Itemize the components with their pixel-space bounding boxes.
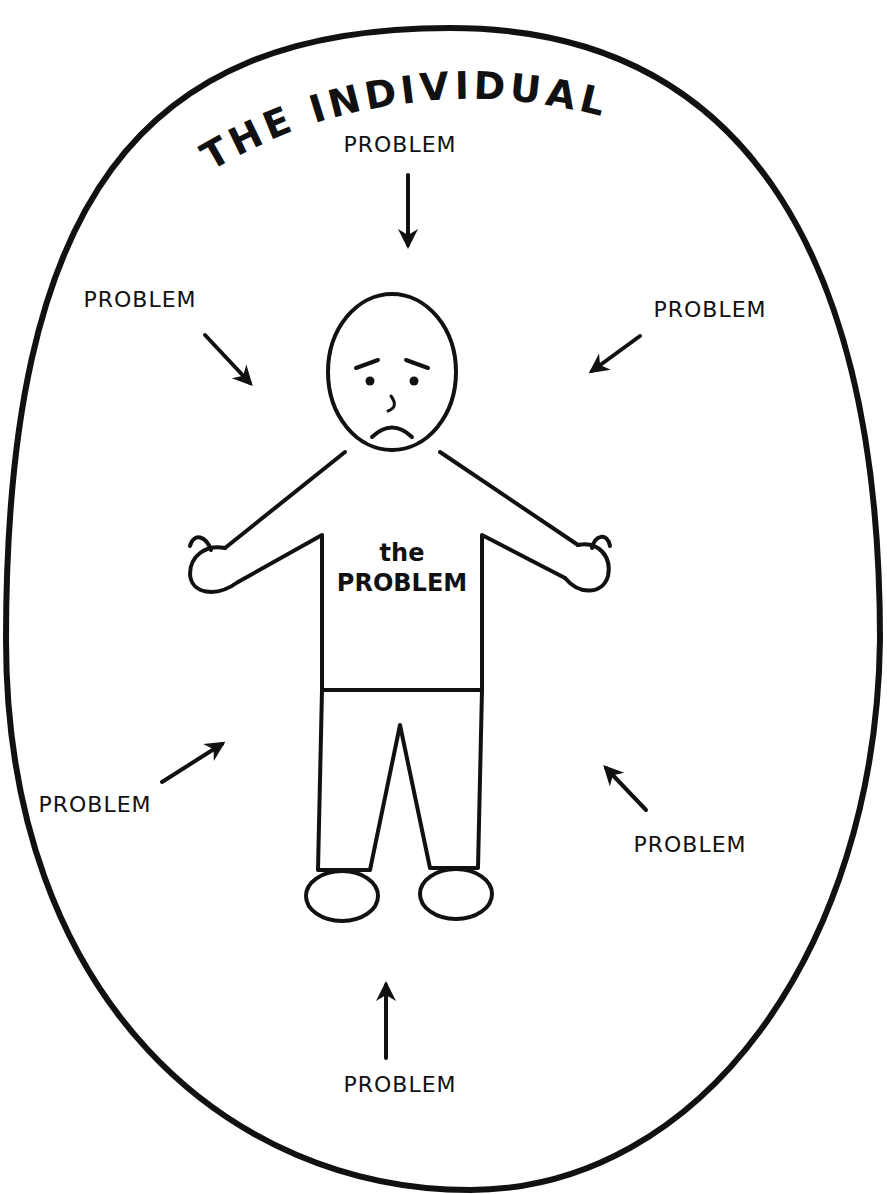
heading-letter: E: [258, 101, 296, 146]
heading-letter: D: [473, 67, 506, 106]
heading-letter: L: [576, 79, 609, 122]
heading-letter: A: [543, 73, 579, 116]
problem-label: PROBLEM: [343, 1072, 456, 1097]
problem-label: PROBLEM: [38, 792, 151, 817]
shirt-shape: the PROBLEM: [180, 440, 600, 700]
heading-letter: I: [305, 89, 330, 129]
eye: [366, 377, 375, 386]
heading-letter: I: [454, 67, 469, 105]
heading-letter: T: [195, 130, 236, 176]
pointing-arrow: [592, 336, 640, 371]
pointing-arrow: [606, 768, 646, 810]
shirt-shape-line: [225, 452, 578, 690]
hand: [190, 547, 238, 592]
heading-letter: I: [399, 70, 418, 109]
hand: [565, 544, 609, 590]
problem-label: PROBLEM: [343, 132, 456, 157]
heading-letter: [287, 95, 312, 135]
pointing-arrow: [384, 985, 388, 1058]
thumb: [190, 537, 211, 550]
eye: [410, 377, 419, 386]
foot: [306, 871, 378, 921]
eyebrow: [356, 360, 378, 368]
pointing-arrow: [162, 744, 222, 782]
heading-letter: D: [362, 72, 400, 115]
heading-letter: H: [223, 113, 268, 161]
individual-circle-line: [6, 28, 880, 1190]
pointing-arrow: [406, 175, 410, 245]
frown-mouth: [372, 428, 412, 438]
nose: [388, 396, 394, 411]
heading-letter: V: [419, 67, 451, 107]
problem-label: PROBLEM: [83, 287, 196, 312]
head: [328, 294, 456, 450]
problem-label: PROBLEM: [653, 297, 766, 322]
problem-label: PROBLEM: [633, 832, 746, 857]
shirt-text: the PROBLEM: [327, 538, 477, 598]
thumb: [592, 537, 610, 548]
foot: [420, 869, 492, 919]
heading-letter: U: [508, 68, 543, 109]
trousers: [318, 690, 482, 870]
heading-letter: N: [324, 79, 364, 124]
pointing-arrow: [205, 335, 250, 383]
eyebrow: [406, 360, 428, 368]
